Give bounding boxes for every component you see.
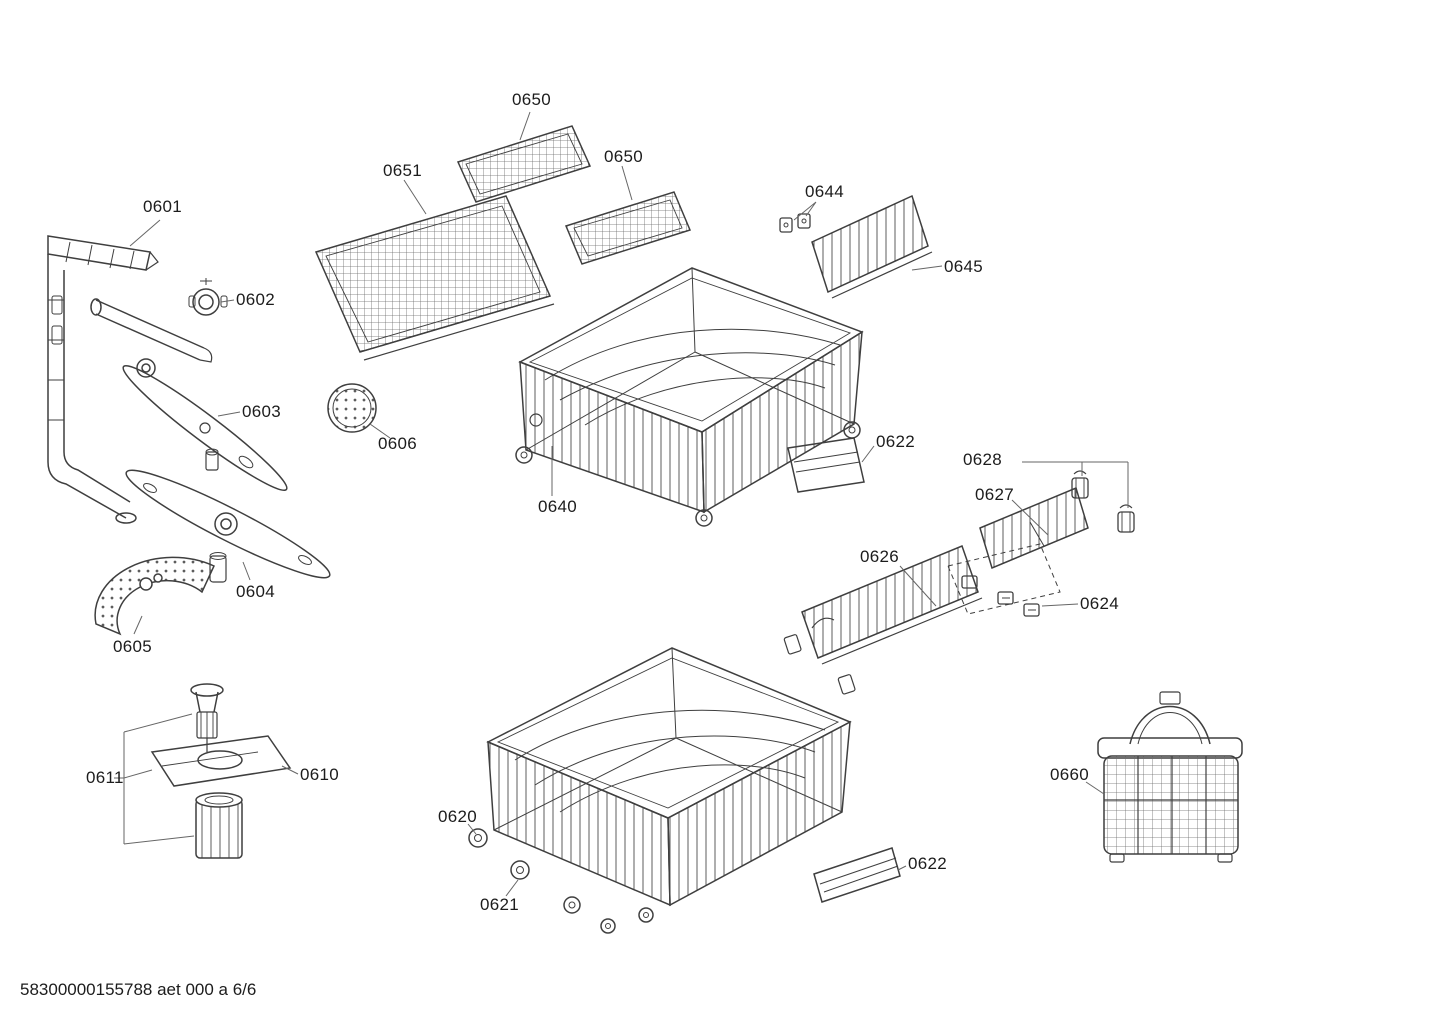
part-label-0606: 0606: [378, 434, 418, 453]
fill-channel-drawing: [47, 235, 213, 524]
filter-group-drawing: [150, 683, 292, 859]
clip-pair-0644-drawing: [779, 213, 811, 233]
tray-lower-drawing: [813, 847, 901, 903]
part-label-0622-upper: 0622: [876, 432, 916, 451]
clip-pair-0628-drawing: [1071, 470, 1135, 533]
filter-plate-drawing: [94, 556, 215, 636]
part-label-0644: 0644: [805, 182, 845, 201]
fold-rack-0645-drawing: [811, 194, 933, 299]
cutlery-basket-drawing: [1097, 691, 1243, 863]
lower-spray-arm-drawing: [125, 469, 331, 583]
tine-row-0627-drawing: [979, 486, 1089, 570]
filter-disc-drawing: [327, 383, 377, 433]
part-label-0621: 0621: [480, 895, 520, 914]
tine-row-0626-drawing: [783, 545, 983, 695]
part-label-0640: 0640: [538, 497, 578, 516]
mesh-insert-lower-drawing: [564, 191, 692, 265]
part-label-0651: 0651: [383, 161, 423, 180]
part-label-0650-upper: 0650: [512, 90, 552, 109]
part-label-0626: 0626: [860, 547, 900, 566]
upper-basket-drawing: [515, 267, 864, 527]
part-label-0650-lower: 0650: [604, 147, 644, 166]
part-label-0628: 0628: [963, 450, 1003, 469]
clip-pair-0624-drawing: [947, 543, 1061, 617]
part-label-0603: 0603: [242, 402, 282, 421]
lower-basket-drawing: [468, 647, 852, 934]
part-label-0620: 0620: [438, 807, 478, 826]
part-label-0604: 0604: [236, 582, 276, 601]
part-label-0601: 0601: [143, 197, 183, 216]
part-label-0624: 0624: [1080, 594, 1120, 613]
part-label-0660: 0660: [1050, 765, 1090, 784]
spray-arm-coupling-drawing: [188, 278, 228, 316]
mesh-insert-upper-drawing: [456, 125, 592, 203]
part-label-0622-lower: 0622: [908, 854, 948, 873]
part-label-0610: 0610: [300, 765, 340, 784]
part-label-0605: 0605: [113, 637, 153, 656]
tray-upper-drawing: [787, 437, 865, 493]
part-label-0611: 0611: [86, 768, 124, 787]
part-label-0627: 0627: [975, 485, 1015, 504]
document-id-footer: 58300000155788 aet 000 a 6/6: [20, 980, 257, 999]
leader-lines: [114, 111, 1129, 897]
upper-spray-arm-drawing: [122, 358, 288, 492]
part-label-0645: 0645: [944, 257, 984, 276]
part-label-0602: 0602: [236, 290, 276, 309]
spiked-rack-drawing: [314, 195, 555, 361]
